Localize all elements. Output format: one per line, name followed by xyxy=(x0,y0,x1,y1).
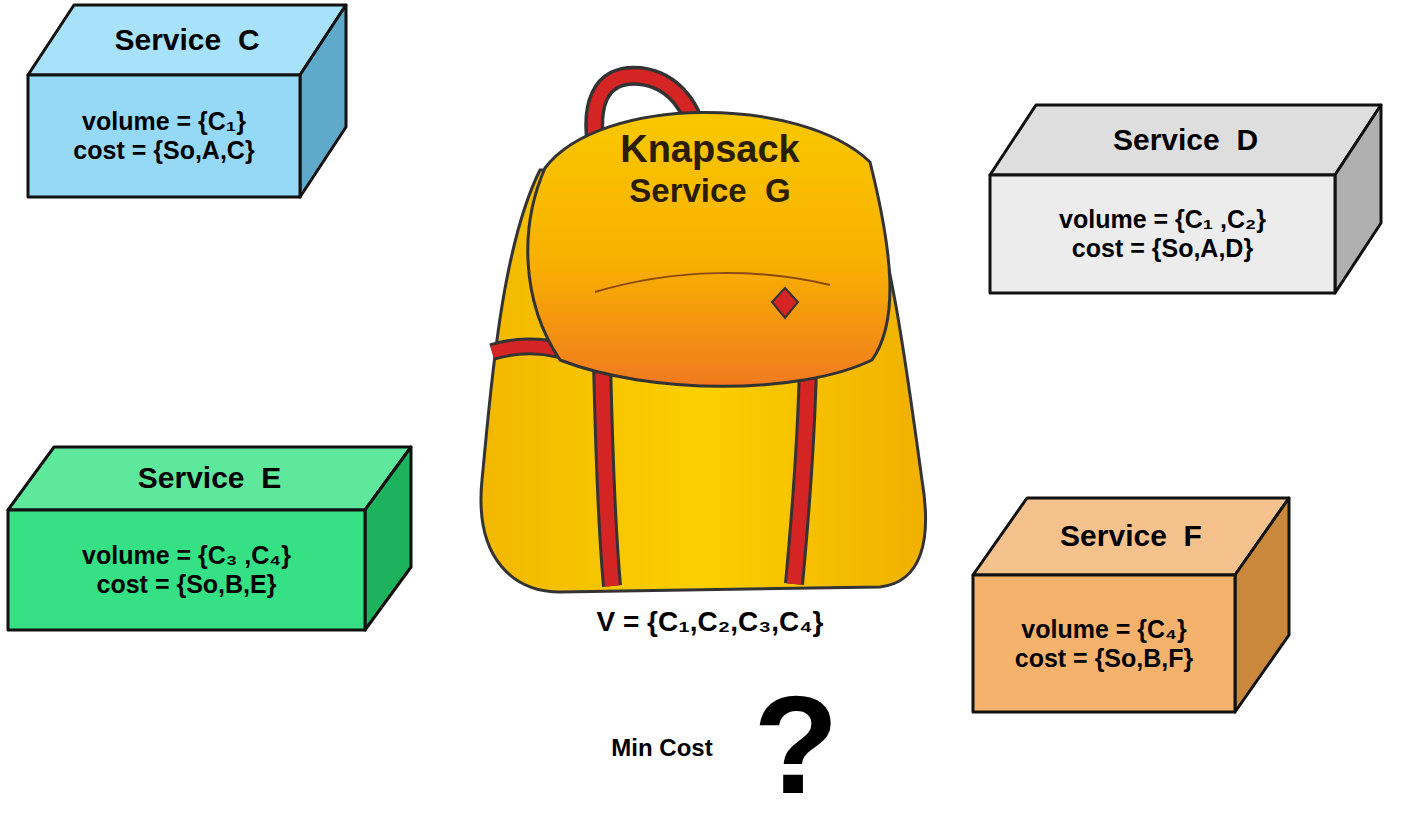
service-title: Service E xyxy=(138,461,281,496)
service-attribute: volume = {C₁ ,C₂} xyxy=(1059,205,1266,234)
cube-top-face xyxy=(8,447,411,510)
service-attribute: volume = {C₄} xyxy=(1021,615,1186,644)
service-attribute: volume = {C₃ ,C₄} xyxy=(82,541,291,570)
cube-top-face xyxy=(28,5,346,75)
cube-side-face xyxy=(1235,498,1289,712)
cube-front: volume = {C₄}cost = {So,B,F} xyxy=(973,575,1235,712)
service-cube: Service D volume = {C₁ ,C₂}cost = {So,A,D… xyxy=(990,105,1381,293)
volume-set: V = {C₁,C₂,C₃,C₄} xyxy=(597,608,824,636)
knapsack-node: KnapsackService G xyxy=(560,128,860,210)
cube-side-face xyxy=(300,5,346,197)
service-cube: Service E volume = {C₃ ,C₄}cost = {So,B,E… xyxy=(8,447,411,630)
cube-side-face xyxy=(365,447,411,630)
service-cube: Service F volume = {C₄}cost = {So,B,F} xyxy=(973,498,1289,712)
service-title: Service F xyxy=(1060,519,1202,554)
cube-top: Service D xyxy=(1013,105,1358,175)
knapsack-title: Service G xyxy=(629,172,790,210)
cube-front-face xyxy=(28,75,300,197)
knapsack-title: Knapsack xyxy=(620,128,800,172)
cube-side-face xyxy=(1335,105,1381,293)
cube-top: Service F xyxy=(1000,498,1262,575)
cube-front: volume = {C₁ ,C₂}cost = {So,A,D} xyxy=(990,175,1335,293)
cube-front-face xyxy=(8,510,365,630)
knapsack-text: KnapsackService G xyxy=(560,128,860,210)
service-attribute: cost = {So,A,D} xyxy=(1072,234,1253,263)
service-attribute: cost = {So,B,F} xyxy=(1015,644,1194,673)
question-mark: ? xyxy=(753,675,839,815)
service-attribute: cost = {So,A,C} xyxy=(73,136,254,165)
service-attribute: cost = {So,B,E} xyxy=(97,570,277,599)
cube-front: volume = {C₃ ,C₄}cost = {So,B,E} xyxy=(8,510,365,630)
cube-top: Service C xyxy=(51,5,323,75)
objective-label: Min Cost xyxy=(611,736,712,760)
service-title: Service D xyxy=(1113,123,1258,158)
cube-top-face xyxy=(990,105,1381,175)
cube-front-face xyxy=(990,175,1335,293)
cube-front-face xyxy=(973,575,1235,712)
service-cube: Service C volume = {C₁}cost = {So,A,C} xyxy=(28,5,346,197)
service-title: Service C xyxy=(114,23,259,58)
service-attribute: volume = {C₁} xyxy=(82,107,246,136)
cube-front: volume = {C₁}cost = {So,A,C} xyxy=(28,75,300,197)
cube-top: Service E xyxy=(31,447,388,510)
